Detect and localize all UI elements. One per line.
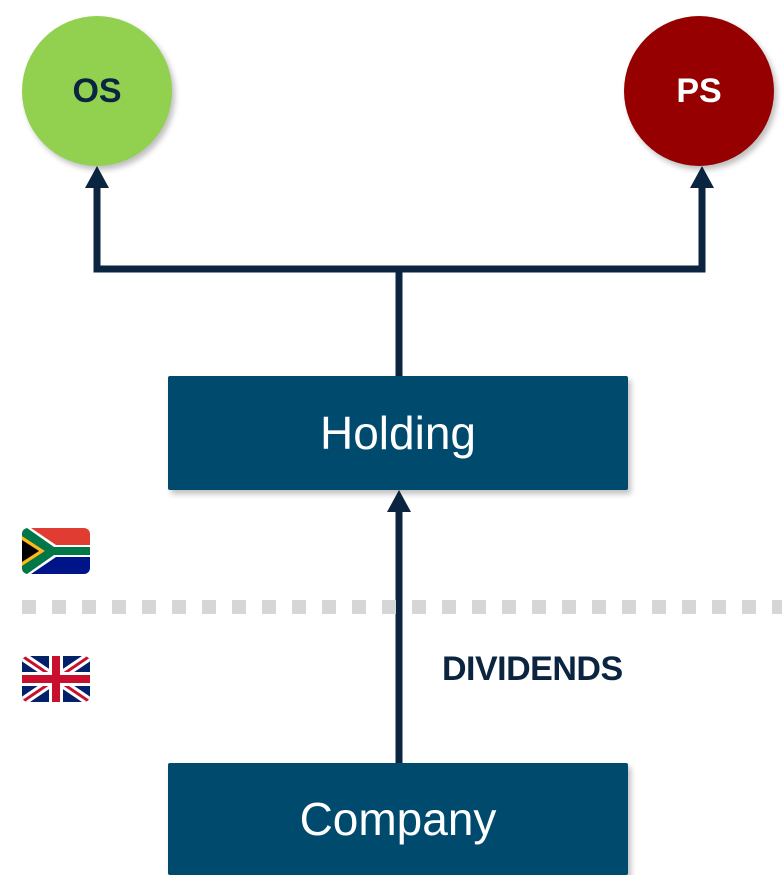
jurisdiction-divider (22, 600, 782, 614)
split-line (93, 188, 706, 273)
arrowhead-holding-icon (387, 490, 411, 512)
company-node: Company (168, 763, 628, 875)
dividends-label: DIVIDENDS (442, 650, 623, 688)
south-africa-flag-icon (22, 528, 90, 574)
arrowhead-os-icon (85, 166, 109, 188)
ps-node: PS (624, 16, 774, 166)
united-kingdom-flag-icon (22, 656, 90, 702)
ps-label: PS (676, 71, 722, 110)
arrowhead-ps-icon (690, 166, 714, 188)
holding-label: Holding (320, 407, 476, 459)
os-node: OS (22, 16, 172, 166)
os-label: OS (72, 71, 122, 110)
company-label: Company (299, 793, 497, 845)
holding-node: Holding (168, 376, 628, 490)
